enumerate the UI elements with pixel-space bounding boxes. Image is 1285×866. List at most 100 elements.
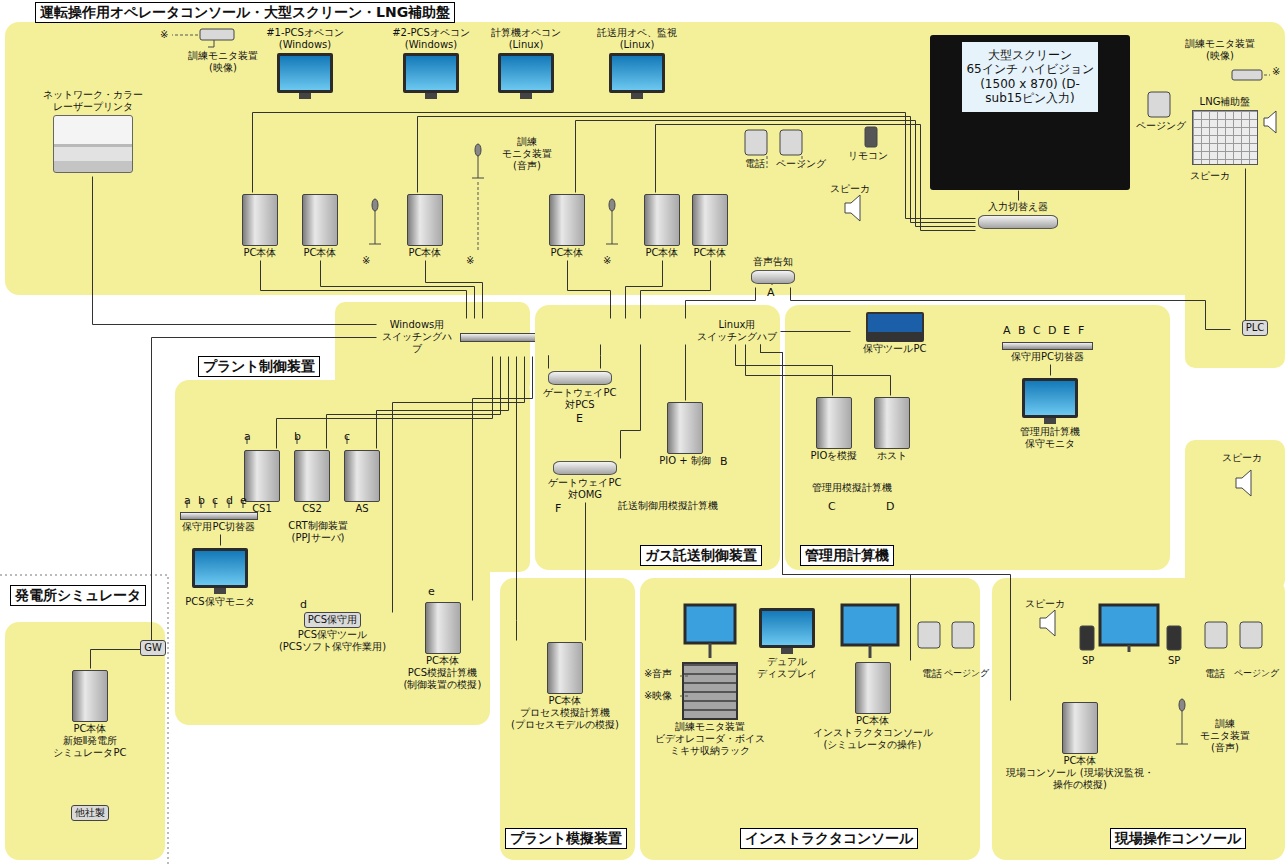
panel-unit: LNG補助盤 [1190, 95, 1260, 168]
annotation-label: 託送制御用模擬計算機 [618, 500, 718, 512]
node-text: CS2 [302, 503, 322, 515]
node-text: PC本体 [548, 695, 581, 707]
annotation-label: ページング [1136, 120, 1186, 132]
camera-icon [200, 29, 234, 40]
node-text: PCS保守モニタ [185, 596, 254, 608]
node-text: 現場操作コンソール [1110, 828, 1246, 849]
node-text: PC本体 [856, 715, 889, 727]
device-box: 他社製 [40, 805, 140, 822]
network-line [621, 345, 641, 459]
annotation-label: b [198, 494, 205, 507]
network-line [426, 261, 483, 319]
annotation-label: スピーカ [830, 183, 870, 195]
equipment-rack [682, 662, 738, 720]
annotation-label: SP [1082, 655, 1094, 667]
annotation-label: d [226, 494, 233, 507]
pc-tower [667, 402, 703, 454]
region-band: ガス託送制御装置ゲートウェイPC 対PCSゲートウェイPC 対OMGPIO + … [535, 305, 780, 570]
network-line [1245, 169, 1246, 321]
node-text: 音声告知 [753, 256, 793, 268]
device-box: PCS保守用PCS保守ツール (PCSソフト保守作業用) [270, 612, 395, 653]
region-band: プラント模擬装置PC本体プロセス模擬計算機 (プロセスモデルの模擬) [500, 578, 635, 860]
annotation-label: SP [1168, 655, 1180, 667]
monitor-unit: #2-PCSオペコン (Windows) [388, 26, 474, 102]
network-line [253, 113, 976, 219]
annotation-label: ※ [160, 29, 168, 41]
monitor-icon [1100, 605, 1158, 645]
node-text: PC本体 [426, 655, 459, 667]
annotation-label: ページング [944, 668, 989, 679]
pc-unit: ホスト [870, 395, 914, 463]
pc-tower [407, 194, 443, 246]
node-text: LNG補助盤 [1200, 96, 1251, 108]
node-text: PC本体 [693, 247, 726, 259]
node-text: CS1 [252, 503, 272, 515]
network-line [585, 503, 586, 641]
pc-unit: PIOを模擬 [805, 395, 863, 463]
network-line [685, 345, 686, 401]
node-text: 保守用PC切替器 [182, 521, 255, 533]
monitor-unit: 管理用計算機 保守モニタ [1005, 375, 1095, 451]
monitor-screen [277, 53, 333, 93]
node-text: PC本体 [73, 723, 106, 735]
annotation-label: 訓練モニタ装置 (映像) [1180, 38, 1260, 62]
node-text: 大型スクリーン 65インチ ハイビジョン (1500 x 870) (D-sub… [966, 48, 1094, 106]
network-line [1050, 365, 1051, 376]
network-line [736, 345, 833, 396]
annotation-label: C [828, 500, 836, 513]
monitor-unit: 託送用オペ、監視 (Linux) [582, 26, 692, 102]
annotation-label: 訓練 モニタ装置 (音声) [498, 136, 556, 172]
network-line [600, 345, 601, 369]
monitor-screen [759, 608, 815, 648]
speaker-icon [1040, 610, 1055, 636]
pc-switcher: 保守用PC切替器 [1000, 340, 1095, 364]
phone-icon [1148, 92, 1170, 117]
node-text: 訓練モニタ装置 ビデオレコーダ・ボイス ミキサ収納ラック [647, 721, 773, 757]
node-text: Linux用 スイッチングハブ [696, 319, 778, 343]
region-band: 管理用計算機保守ツールPCPIOを模擬ホスト保守用PC切替器管理用計算機 保守モ… [785, 305, 1170, 570]
annotation-label: リモコン [848, 150, 888, 162]
phone-icon [1240, 622, 1262, 648]
sp-icon [1167, 626, 1181, 650]
node-text: AS [355, 503, 368, 515]
annotation-label: 電話 [922, 668, 942, 680]
annotation-label: b [294, 430, 301, 443]
network-line [568, 261, 611, 319]
node-text: 運転操作用オペレータコンソール・大型スクリーン・LNG補助盤 [35, 2, 455, 23]
node-text: インストラクタコンソール [740, 828, 918, 849]
node-text: #2-PCSオペコン (Windows) [390, 27, 472, 51]
pc-tower [874, 397, 910, 449]
node-text: PC本体 [550, 247, 583, 259]
pc-tower [302, 194, 338, 246]
printer-unit: ネットワーク・カラー レーザープリンタ [35, 88, 150, 176]
network-line [686, 288, 756, 319]
network-line [641, 261, 711, 319]
network-line [393, 357, 525, 613]
node-text: PC本体 [645, 247, 678, 259]
annotation-label: F [555, 502, 561, 515]
boundary-line [0, 575, 168, 866]
pc-tower [644, 194, 680, 246]
monitor-unit: #1-PCSオペコン (Windows) [262, 26, 348, 102]
network-line [791, 288, 1231, 330]
node-text: PCS保守ツール (PCSソフト保守作業用) [270, 629, 395, 653]
monitor-icon [685, 605, 735, 643]
annotation-label: D [886, 500, 894, 513]
monitor-screen [192, 548, 248, 588]
annotation-label: 電話 [745, 158, 765, 170]
annotation-label: A [1003, 324, 1011, 337]
device-unit: 入力切替え器 [975, 200, 1060, 232]
pc-unit: PC本体インストラクタコンソール (シミュレータの操作) [810, 660, 935, 752]
annotation-label: B [1018, 324, 1026, 337]
control-panel [1192, 110, 1258, 165]
node-text: プロセス模擬計算機 (プロセスモデルの模擬) [502, 707, 628, 731]
annotation-label: ※映像 [644, 690, 672, 702]
device-unit: 音声告知 [745, 255, 800, 287]
monitor-unit: 計算機オペコン (Linux) [480, 26, 572, 102]
pc-tower [425, 602, 461, 654]
node-text: 現場コンソール (現場状況監視・操作の模擬) [1002, 767, 1158, 791]
phone-icon [780, 130, 802, 155]
network-line [626, 261, 663, 319]
speaker-icon [845, 195, 860, 221]
